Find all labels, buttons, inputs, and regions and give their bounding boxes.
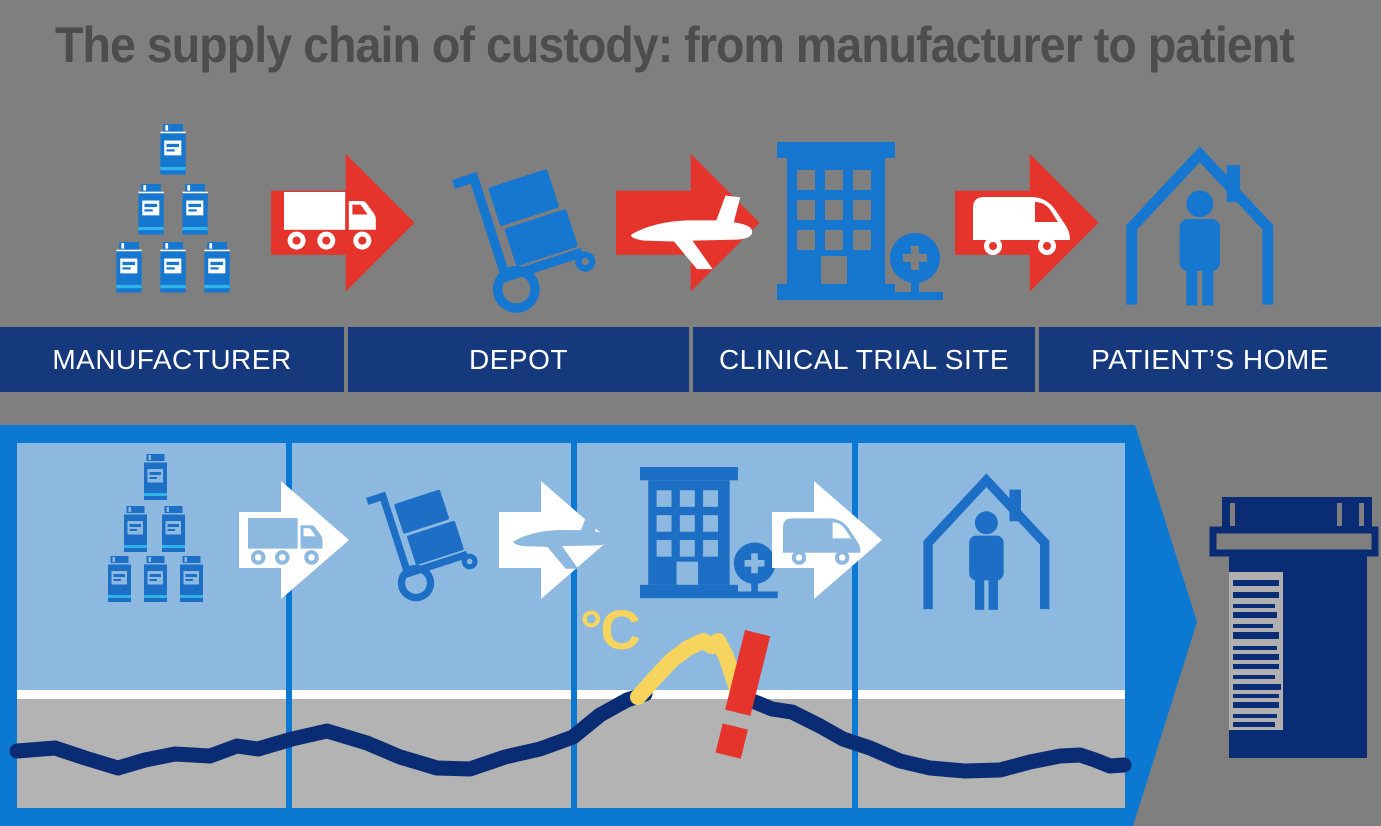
stage-bar-patients-home: PATIENT’S HOME [1039, 327, 1381, 392]
stage-label: MANUFACTURER [52, 343, 292, 375]
stage-label: DEPOT [469, 343, 568, 375]
truck-arrow-icon [271, 153, 415, 292]
van-arrow-icon [955, 153, 1099, 292]
top-icon-row [116, 124, 1268, 316]
barcode [1233, 580, 1281, 727]
pill-bottles-stack-icon [116, 124, 229, 293]
stage-label: CLINICAL TRIAL SITE [718, 343, 1010, 375]
segment-divider [286, 443, 292, 808]
barcoded-bottle-icon [1209, 497, 1379, 758]
flow-arrow-shape [0, 425, 1197, 826]
hand-truck-icon [452, 145, 603, 316]
plane-arrow-icon [616, 153, 760, 292]
alert-exclamation-icon [715, 630, 771, 759]
stage-bar-depot: DEPOT [348, 327, 689, 392]
celsius-label: °C [580, 598, 641, 661]
temperature-line [9, 686, 1132, 779]
clinical-site-icon [777, 142, 943, 300]
stage-bar-manufacturer: MANUFACTURER [0, 327, 344, 392]
patient-home-icon [1131, 154, 1268, 306]
stage-label: PATIENT’S HOME [1091, 343, 1329, 375]
page-title: The supply chain of custody: from manufa… [55, 17, 1295, 73]
segment-divider [852, 443, 858, 808]
segment-divider [571, 443, 577, 808]
stage-bar-clinical-trial-site: CLINICAL TRIAL SITE [693, 327, 1035, 392]
